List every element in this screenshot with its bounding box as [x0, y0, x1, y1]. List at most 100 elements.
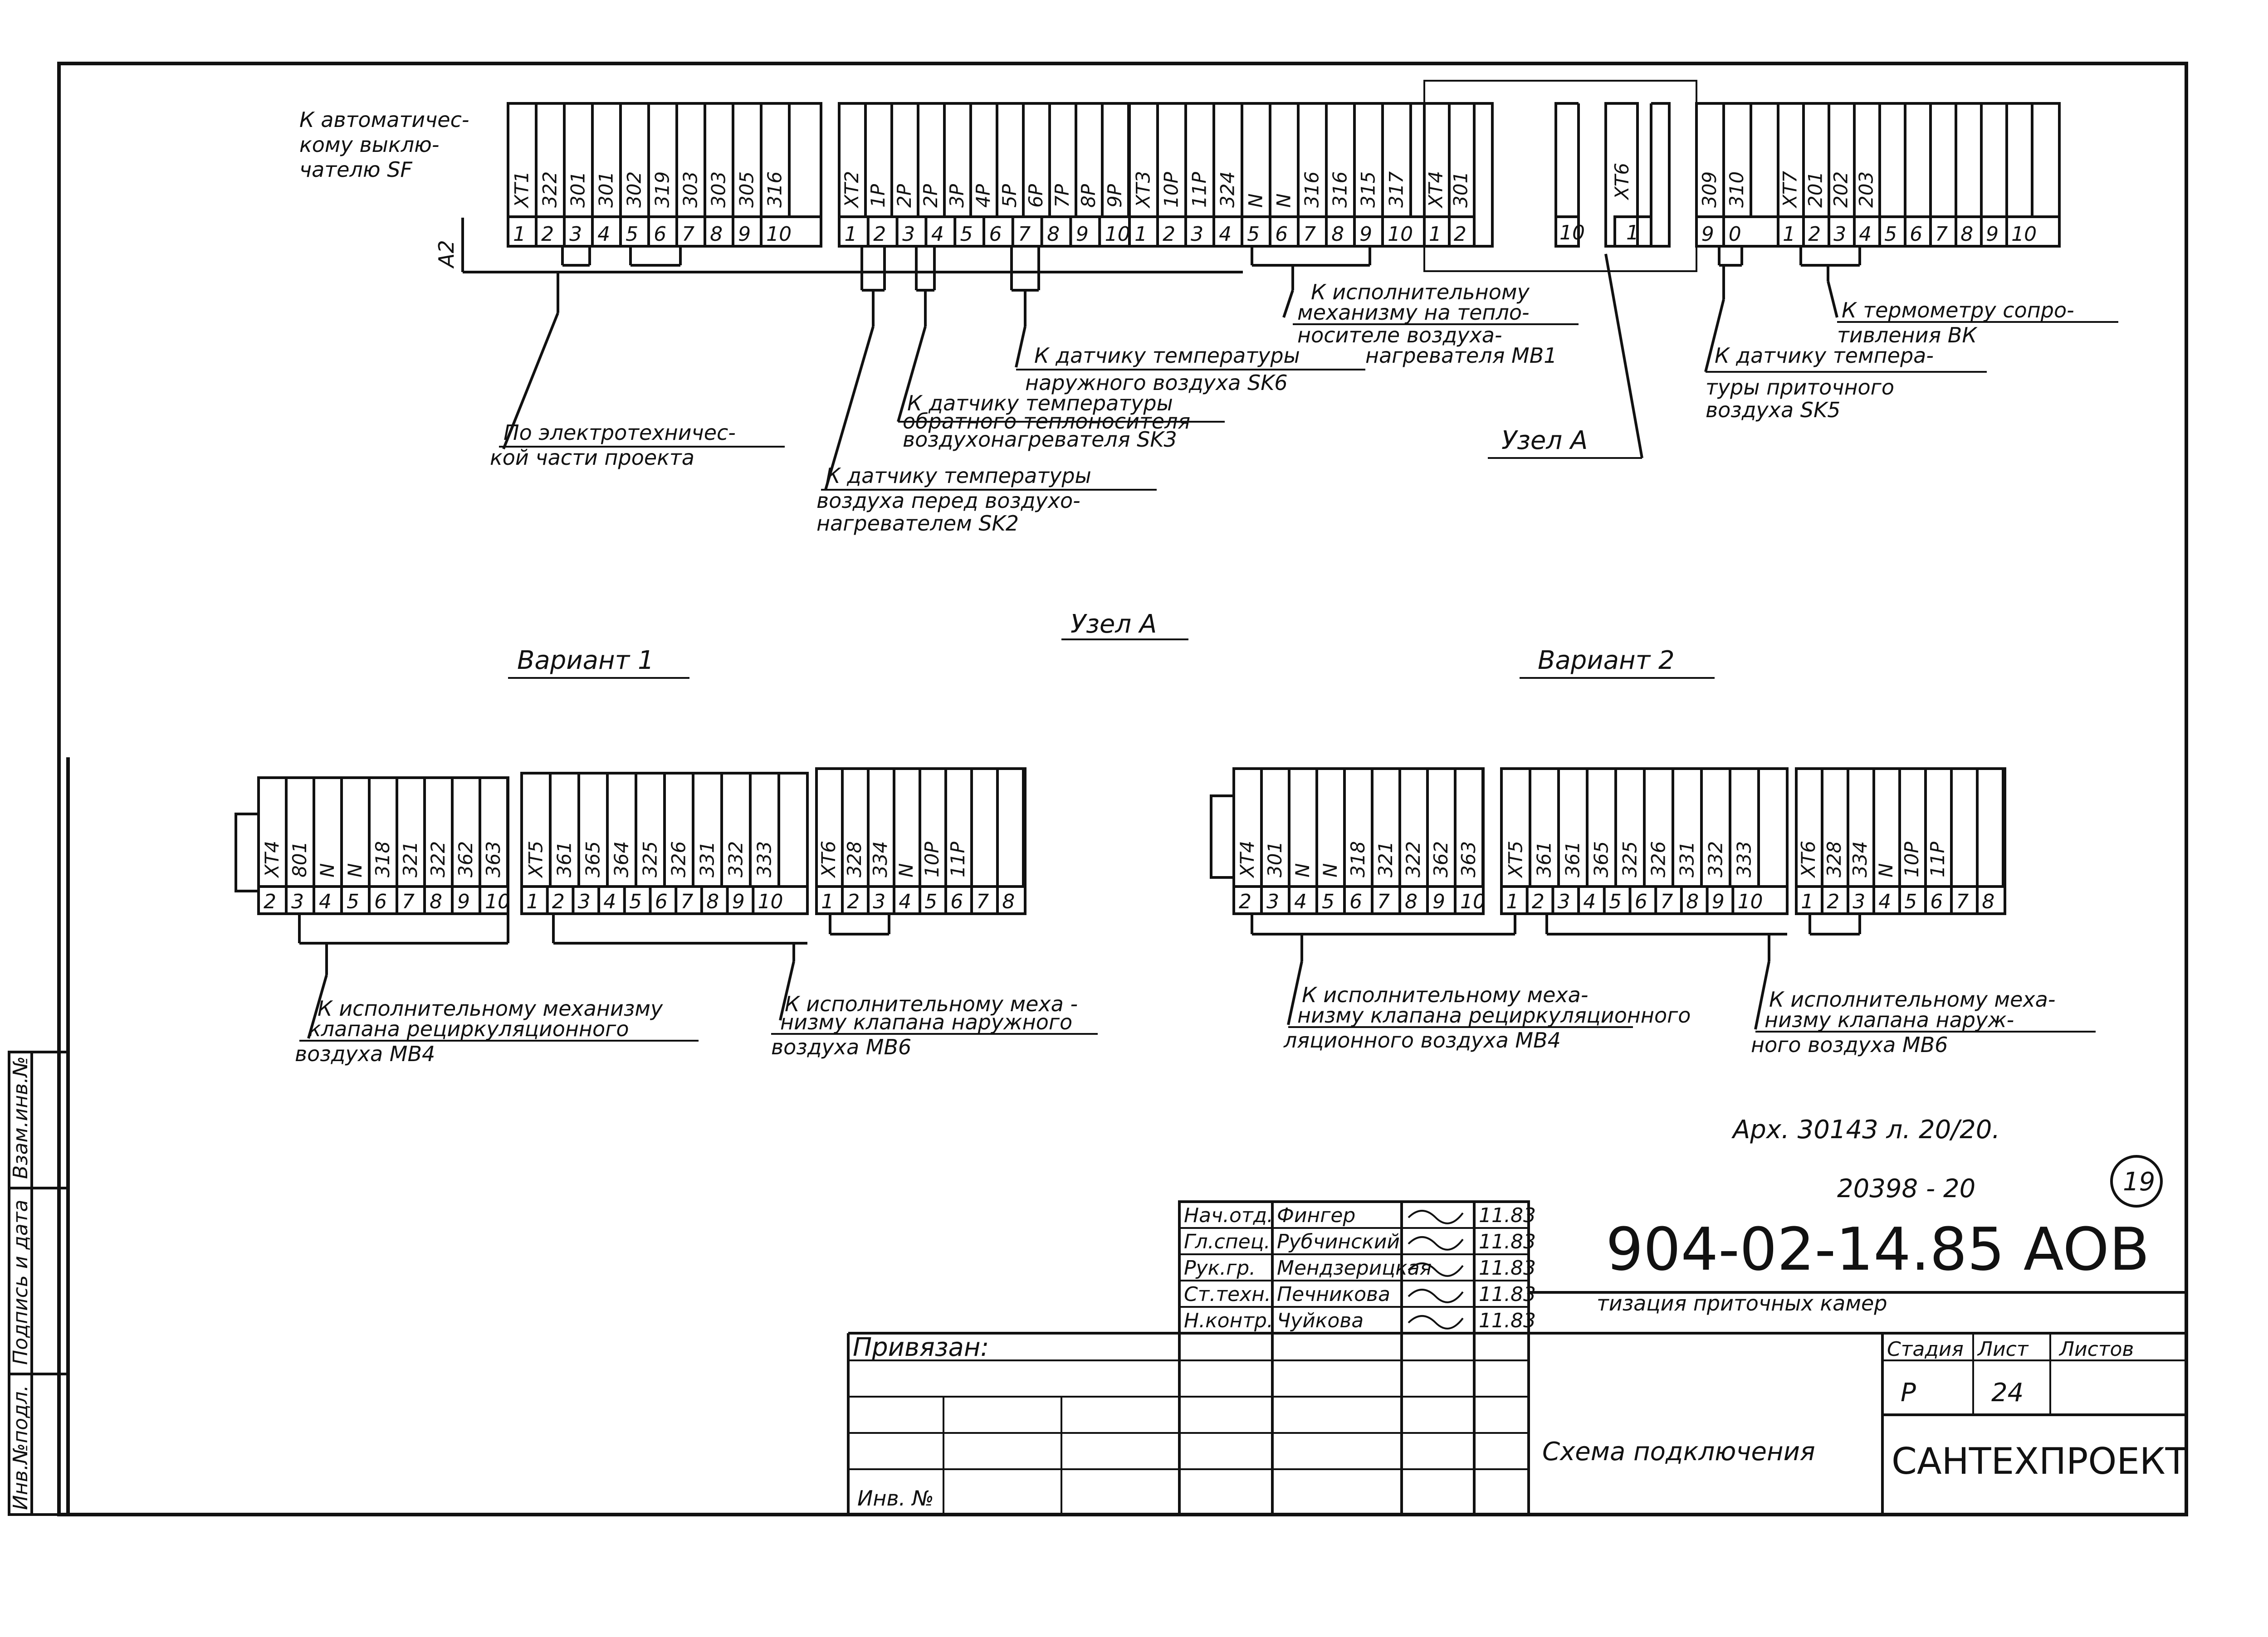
xt6-num-1: 1: [1626, 221, 1639, 244]
role-name: Чуйкова: [1277, 1309, 1364, 1332]
v1-mb6-label-1: К исполнительному меха -: [785, 992, 1078, 1016]
wire-mark: 333: [753, 841, 775, 877]
sk5-label-3: воздуха SK5: [1706, 398, 1840, 422]
terminal-number: 2: [552, 890, 565, 913]
wire-mark: 6P: [1025, 184, 1047, 208]
wire-mark: 363: [1457, 841, 1480, 877]
wire-mark: 303: [708, 171, 730, 208]
uzel-a-ref-label: Узел А: [1501, 426, 1588, 455]
wire-mark: 305: [736, 171, 758, 208]
terminal-number: 1: [1134, 223, 1147, 246]
sheet-header: Лист: [1977, 1338, 2029, 1361]
terminal-number: 1: [526, 890, 539, 913]
vk-label-2: тивления ВК: [1837, 323, 1978, 347]
terminal-number: 6: [374, 890, 387, 913]
wire-mark: N: [895, 863, 917, 877]
terminal-block-label: XT3: [1132, 171, 1154, 209]
v1-mb4-label-2: клапана рециркуляционного: [308, 1017, 629, 1041]
wire-mark: 361: [1533, 841, 1555, 877]
privyazan-label: Привязан:: [853, 1333, 989, 1362]
terminal-number: 6: [989, 223, 1002, 246]
v1-mb6-label-3: воздуха MB6: [771, 1035, 911, 1059]
role-name: Рубчинский: [1277, 1230, 1400, 1253]
signature-scribble: [1408, 1210, 1464, 1224]
terminal-number: 2: [1454, 223, 1466, 246]
terminal-number: 9: [1712, 890, 1725, 913]
terminal-number: 10: [1460, 890, 1486, 913]
v2-mb6-label-1: К исполнительному меха-: [1769, 987, 2055, 1012]
v2-mb6-label-2: низму клапана наруж-: [1765, 1008, 2014, 1032]
terminal-number: 10: [485, 890, 510, 913]
wire-mark: 362: [1430, 841, 1452, 877]
terminal-number: 8: [1405, 890, 1418, 913]
terminal-number: 2: [873, 223, 886, 246]
wire-mark: 801: [288, 841, 311, 877]
role-date: 11.83: [1479, 1283, 1536, 1306]
terminal-number: 4: [1294, 890, 1307, 913]
terminal-number: 8: [430, 890, 442, 913]
terminal-number: 7: [1018, 223, 1031, 246]
wire-mark: 8P: [1077, 184, 1100, 208]
v1-mb4-label-1: К исполнительному механизму: [318, 996, 663, 1021]
terminal-number: 7: [976, 890, 989, 913]
terminal-block-label: XT6: [817, 841, 840, 878]
sk2-label-2: воздуха перед воздухо-: [816, 488, 1080, 513]
wire-mark: 365: [1590, 841, 1612, 877]
terminal-number: 5: [629, 890, 642, 913]
wire-mark: 328: [1823, 841, 1845, 877]
wire-mark: 326: [667, 841, 689, 877]
role-date: 11.83: [1479, 1230, 1536, 1253]
terminal-number: 0: [1729, 223, 1741, 246]
stage-header: Стадия: [1887, 1338, 1964, 1361]
terminal-number: 3: [1191, 223, 1203, 246]
terminal-number: 1: [1429, 223, 1442, 246]
terminal-number: 5: [1884, 223, 1897, 246]
terminal-number: 1: [844, 223, 857, 246]
terminal-number: 5: [1609, 890, 1622, 913]
terminal-block-label: XT4: [1236, 841, 1258, 878]
wire-mark: 10P: [921, 842, 943, 877]
terminal-number: 2: [1827, 890, 1839, 913]
sheets-header: Листов: [2058, 1338, 2134, 1361]
wire-mark: N: [1319, 863, 1341, 877]
wire-mark: 11P: [1926, 842, 1949, 877]
v2-mb4-label-3: ляционного воздуха MB4: [1283, 1028, 1561, 1052]
terminal-number: 10: [758, 890, 783, 913]
wire-mark: 331: [696, 841, 718, 877]
terminal-number: 9: [1432, 890, 1445, 913]
terminal-number: 3: [1558, 890, 1570, 913]
wire-mark: 203: [1855, 171, 1877, 208]
doc-number: 20398 - 20: [1837, 1174, 1975, 1203]
side-signature-date: Подпись и дата: [9, 1200, 32, 1365]
vk-label-1: К термометру сопро-: [1842, 298, 2074, 322]
terminal-number: 2: [541, 223, 554, 246]
terminal-number: 8: [1002, 890, 1015, 913]
wire-mark: N: [1291, 863, 1314, 877]
role-name: Мендзерицкая: [1277, 1257, 1432, 1280]
terminal-number: 5: [1322, 890, 1334, 913]
role-title: Гл.спец.: [1184, 1230, 1271, 1253]
wire-mark: 331: [1676, 841, 1698, 877]
top-labels: A2 К автоматичес- кому выклю- чателю SF …: [299, 107, 2118, 536]
wire-mark: 322: [539, 171, 561, 208]
terminal-number: 4: [603, 890, 616, 913]
wire-mark: 332: [1704, 841, 1726, 877]
signature-scribble: [1408, 1315, 1464, 1330]
signature-scribble: [1408, 1262, 1464, 1277]
terminal-number: 10: [2011, 223, 2037, 246]
terminal-number: 3: [902, 223, 915, 246]
side-stamp: Инв.№подл. Подпись и дата Взам.инв.№: [8, 1051, 69, 1516]
terminal-number: 2: [1239, 890, 1251, 913]
wire-mark: 319: [651, 171, 674, 208]
terminal-number: 6: [1275, 223, 1288, 246]
role-title: Рук.гр.: [1184, 1257, 1256, 1280]
terminal-number: 2: [1808, 223, 1821, 246]
wire-mark: 322: [427, 841, 449, 877]
sk3-label-3: воздухонагревателя SK3: [903, 427, 1177, 452]
sheet-name: Схема подключения: [1542, 1437, 1815, 1466]
mb1-label-2: механизму на тепло-: [1297, 300, 1530, 325]
terminal-number: 2: [264, 890, 276, 913]
role-date: 11.83: [1479, 1309, 1536, 1332]
xt6-top-label: XT6: [1611, 163, 1633, 200]
